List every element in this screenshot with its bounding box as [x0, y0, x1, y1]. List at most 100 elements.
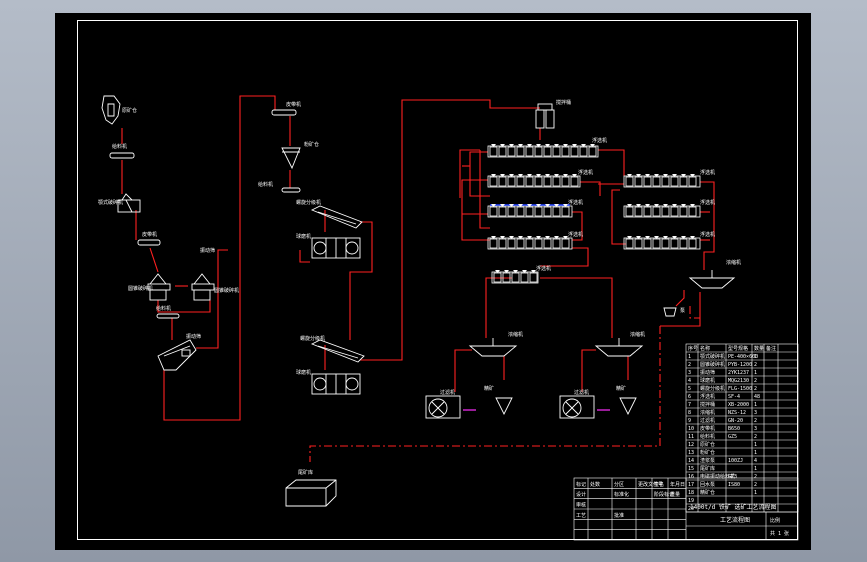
table-cell: 5	[688, 386, 691, 392]
table-header-cell: 数量	[754, 345, 764, 352]
table-cell: 振动筛	[700, 369, 715, 376]
fine-ore-feeder	[156, 313, 180, 319]
table-cell: 颚式破碎机	[700, 353, 725, 360]
label-fine-ore-bin: 粉矿仓	[304, 141, 319, 148]
belt-1	[137, 239, 161, 246]
label-ball-mill-2: 球磨机	[296, 369, 311, 376]
table-cell: 球磨机	[700, 377, 715, 384]
revision-cell: 批准	[614, 512, 624, 519]
cone-crusher-2	[191, 273, 215, 301]
label-fine-ore-feeder: 给料机	[156, 305, 171, 312]
table-cell: GZ3	[728, 474, 737, 480]
table-cell: 6	[688, 394, 691, 400]
table-header-cell: 序号	[688, 345, 698, 352]
label-filter-1: 过滤机	[440, 389, 455, 396]
table-cell: 100ZJ	[728, 458, 743, 464]
table-cell: 渣浆泵	[700, 457, 715, 464]
drawing-name: 工艺流程图	[720, 516, 750, 524]
table-cell: FLG-1500	[728, 386, 752, 392]
table-cell: B650	[728, 426, 740, 432]
table-cell: 2	[688, 362, 691, 368]
label-flotation-rough: 浮选机	[568, 199, 583, 206]
table-cell: 2	[754, 362, 757, 368]
label-thickener-1: 浓缩机	[508, 331, 523, 338]
table-cell: 给料机	[700, 433, 715, 440]
flotation-bank-right-1	[623, 173, 701, 188]
flotation-bank-right-2	[623, 203, 701, 218]
fine-ore-bin	[281, 147, 301, 170]
pump-small	[663, 307, 677, 317]
ball-mill-2	[311, 373, 361, 395]
revision-cell: 处数	[590, 481, 600, 488]
table-cell: 尾矿库	[700, 465, 715, 472]
label-vib-screen-note: 振动筛	[200, 247, 215, 254]
table-cell: 4	[754, 458, 757, 464]
table-cell: 11	[688, 434, 694, 440]
feeder-2	[281, 187, 301, 193]
table-cell: GZ5	[728, 434, 737, 440]
table-cell: 3	[688, 370, 691, 376]
label-classifier-2: 螺旋分级机	[300, 335, 325, 342]
table-cell: 1	[754, 354, 757, 360]
table-cell: 1	[688, 354, 691, 360]
table-cell: 搅拌桶	[700, 401, 715, 408]
table-cell: 皮带机	[700, 425, 715, 432]
flotation-bank-scav	[487, 235, 573, 250]
label-reagent-tank: 搅拌桶	[556, 99, 571, 106]
feeder-1	[109, 152, 135, 159]
revision-cell: 标准化	[614, 491, 629, 498]
revision-cell: 设计	[576, 491, 586, 498]
thickener-right	[688, 270, 736, 289]
revision-cell: 阶段标记	[654, 491, 674, 498]
flotation-banks	[487, 143, 701, 284]
table-cell: 18	[688, 490, 694, 496]
table-cell: 2	[754, 386, 757, 392]
table-cell: 3	[754, 426, 757, 432]
label-flotation-right-2: 浮选机	[700, 199, 715, 206]
table-cell: 14	[688, 458, 694, 464]
label-filter-2: 过滤机	[574, 389, 589, 396]
revision-cell: 分区	[614, 481, 624, 488]
table-cell: 17	[688, 482, 694, 488]
label-flotation-right-3: 浮选机	[700, 231, 715, 238]
table-cell: 浮选机	[700, 393, 715, 400]
label-jaw-crusher: 颚式破碎机	[98, 199, 123, 206]
table-cell: 7	[688, 402, 691, 408]
label-flotation-clean-2: 浮选机	[578, 169, 593, 176]
label-flotation-clean-1: 浮选机	[592, 137, 607, 144]
revision-cell: 年月日	[670, 481, 685, 488]
table-cell: 精矿仓	[700, 489, 715, 496]
title-block	[573, 477, 799, 541]
revision-cell: 签名	[654, 481, 664, 488]
label-ball-mill-1: 球磨机	[296, 233, 311, 240]
table-cell: 2	[754, 434, 757, 440]
revision-cell: 审核	[576, 502, 586, 509]
table-cell: 过滤机	[700, 417, 715, 424]
table-header-cell: 名称	[700, 345, 710, 352]
table-cell: 20	[688, 506, 694, 512]
label-thickener-2: 浓缩机	[630, 331, 645, 338]
raw-ore-bin	[101, 95, 121, 125]
label-classifier-1: 螺旋分级机	[296, 199, 321, 206]
table-cell: 1	[754, 402, 757, 408]
label-pump: 泵	[680, 308, 685, 314]
table-cell: 1	[754, 450, 757, 456]
table-cell: 9	[688, 418, 691, 424]
table-cell: 2	[754, 474, 757, 480]
table-cell: 螺旋分级机	[700, 385, 725, 392]
table-cell: 圆锥破碎机	[700, 361, 725, 368]
flotation-bank-rough	[487, 203, 573, 218]
table-cell: PYB-1200	[728, 362, 752, 368]
scale-label: 比例	[770, 517, 780, 524]
table-cell: 3	[754, 410, 757, 416]
table-cell: 1	[754, 466, 757, 472]
equipment	[101, 95, 736, 507]
label-belt-2: 皮带机	[286, 101, 301, 108]
label-feeder-1: 给料机	[112, 143, 127, 150]
table-cell: 19	[688, 498, 694, 504]
table-cell: 1	[754, 370, 757, 376]
table-cell: 10	[688, 426, 694, 432]
table-cell: 粉矿仓	[700, 449, 715, 456]
